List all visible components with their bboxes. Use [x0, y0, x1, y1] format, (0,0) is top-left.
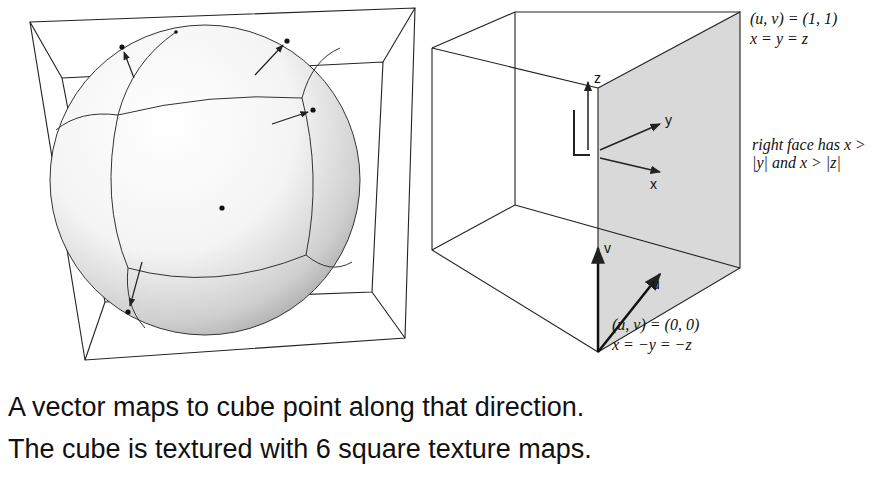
caption: A vector maps to cube point along that d… — [8, 386, 614, 470]
axis-label: x — [650, 176, 657, 192]
axis-label: u — [652, 276, 660, 292]
xyz-axes — [574, 82, 660, 172]
face-note: right face has x > |y| and x > |z| — [752, 136, 868, 173]
axis-label: y — [665, 112, 672, 128]
axis-label: v — [604, 240, 611, 256]
corner-coordinate: (u, v) = (0, 0) — [612, 316, 699, 334]
wire-cube — [30, 8, 415, 360]
corner-equation: x = −y = −z — [612, 336, 692, 354]
open-cube — [432, 12, 740, 352]
right-face — [598, 12, 740, 352]
sphere — [50, 25, 360, 335]
axis-label: z — [594, 70, 601, 86]
direction-arrows — [124, 45, 308, 306]
corner-coordinate: (u, v) = (1, 1) — [750, 10, 837, 28]
sphere-seams — [56, 32, 352, 328]
corner-equation: x = y = z — [750, 30, 808, 48]
cube-points — [119, 30, 315, 314]
